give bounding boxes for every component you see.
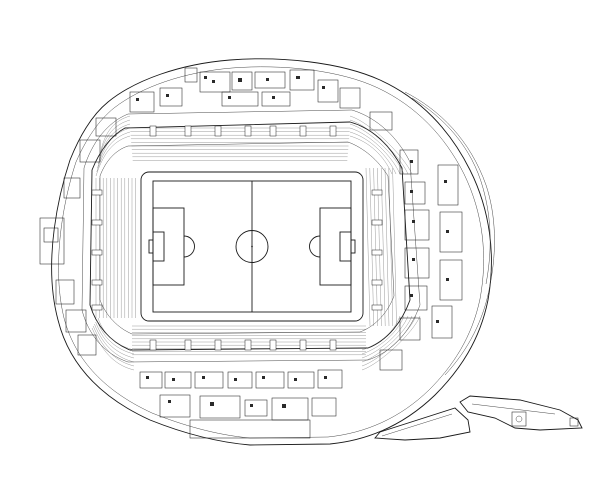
service-core	[324, 376, 327, 379]
vomitory	[269, 125, 277, 137]
corner-row	[349, 123, 405, 175]
service-core	[444, 180, 447, 183]
vomitory	[91, 279, 103, 286]
service-core	[446, 230, 449, 233]
service-core	[210, 402, 214, 406]
vomitory	[244, 125, 252, 137]
corner-row	[349, 127, 401, 175]
vomitory	[329, 125, 337, 137]
service-core	[204, 76, 207, 79]
vomitory	[149, 339, 157, 351]
seat-row	[384, 167, 390, 327]
corner-row	[361, 315, 405, 355]
service-core	[410, 160, 413, 163]
vomitory	[244, 339, 252, 351]
corner-row	[361, 315, 409, 359]
penalty-arc-left	[183, 235, 195, 258]
corner-row	[93, 325, 135, 367]
vomitory	[299, 339, 307, 351]
service-core	[146, 376, 149, 379]
service-core	[238, 78, 242, 82]
service-core	[282, 404, 286, 408]
east-concourse	[369, 111, 463, 371]
seat-row	[388, 167, 393, 327]
service-core	[266, 78, 269, 81]
vomitory	[184, 339, 192, 351]
west-concourse	[39, 117, 117, 356]
service-core	[228, 96, 231, 99]
vomitory	[149, 125, 157, 137]
service-core	[168, 400, 171, 403]
service-core	[202, 376, 205, 379]
corner-row	[361, 315, 421, 371]
vomitory	[299, 125, 307, 137]
vomitory	[91, 219, 103, 226]
corner-row	[349, 115, 413, 175]
corner-row	[361, 315, 417, 367]
service-core	[412, 258, 415, 261]
vomitory	[214, 339, 222, 351]
vomitory	[214, 125, 222, 137]
vomitory	[329, 339, 337, 351]
service-core	[272, 96, 275, 99]
corner-row	[95, 321, 135, 359]
vomitory	[371, 249, 383, 256]
service-core	[410, 294, 413, 297]
service-core	[212, 80, 215, 83]
vomitory	[91, 189, 103, 196]
service-core	[250, 404, 253, 407]
service-core	[262, 376, 265, 379]
pitch	[140, 171, 364, 322]
service-core	[166, 94, 169, 97]
corner-row	[361, 315, 413, 363]
vomitory	[91, 249, 103, 256]
vomitory	[269, 339, 277, 351]
service-core	[436, 320, 439, 323]
corner-row	[349, 131, 397, 175]
goal-left	[148, 239, 154, 254]
service-core	[136, 98, 139, 101]
north-concourse	[129, 67, 361, 113]
vomitory	[371, 279, 383, 286]
seat-row	[365, 167, 371, 327]
corner-row	[349, 119, 409, 175]
service-core	[234, 378, 237, 381]
service-core	[410, 190, 413, 193]
vomitory	[371, 219, 383, 226]
corner-row	[361, 315, 401, 351]
service-core	[322, 86, 325, 89]
center-spot	[251, 245, 253, 248]
stand-aisles	[91, 125, 383, 351]
service-core	[172, 378, 175, 381]
service-core	[296, 76, 300, 79]
vomitory	[91, 304, 103, 311]
corner-row	[98, 123, 131, 165]
service-core	[446, 278, 449, 281]
service-core	[412, 220, 415, 223]
seat-row	[369, 167, 374, 327]
service-core	[294, 378, 297, 381]
seat-row	[392, 167, 397, 327]
vomitory	[184, 125, 192, 137]
corner-row	[96, 319, 135, 355]
goal-right	[350, 239, 356, 254]
corner-row	[349, 135, 393, 175]
penalty-arc-right	[309, 235, 321, 258]
south-concourse	[139, 369, 343, 439]
vomitory	[371, 189, 383, 196]
vomitory	[371, 304, 383, 311]
annex-building	[374, 395, 583, 441]
center-circle	[235, 230, 269, 263]
corner-row	[97, 317, 135, 351]
corner-row	[95, 135, 131, 177]
